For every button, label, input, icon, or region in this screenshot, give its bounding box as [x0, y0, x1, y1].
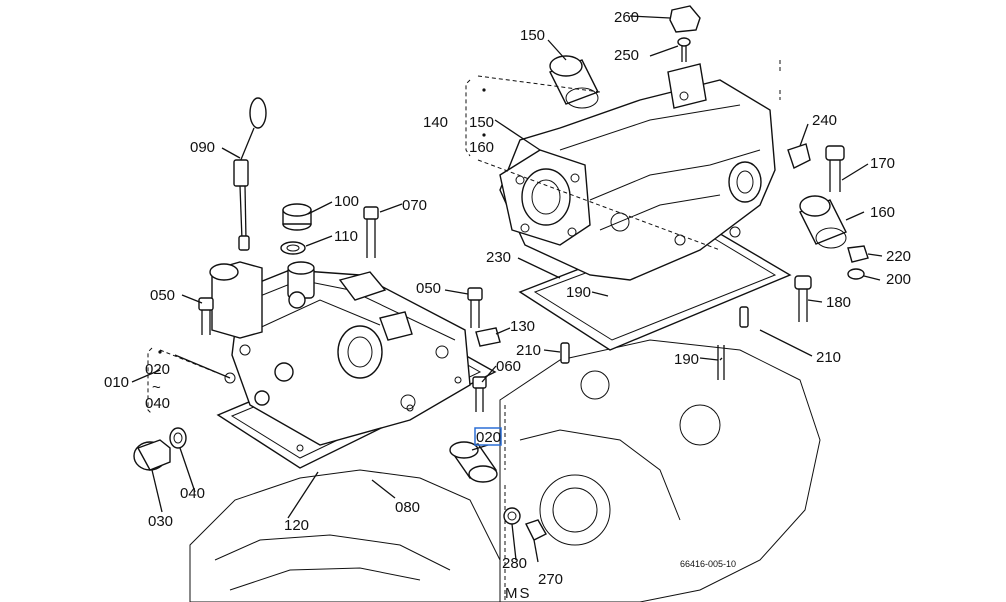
label-230: 230 [486, 249, 511, 266]
label-030: 030 [148, 513, 173, 530]
label-140: 140 [423, 114, 448, 131]
label-020: 020 [476, 429, 501, 446]
small-fittings [669, 5, 869, 280]
drain-plug [133, 427, 187, 471]
label-130: 130 [510, 318, 535, 335]
drawing-number: 66416-005-10 [680, 559, 736, 569]
label-020-group: 020 [145, 361, 170, 378]
dot-marker [482, 133, 486, 137]
label-240: 240 [812, 112, 837, 129]
highlight-020 [474, 427, 502, 446]
label-090: 090 [190, 139, 215, 156]
label-100: 100 [334, 193, 359, 210]
label-250: 250 [614, 47, 639, 64]
lift-cover-left [209, 261, 497, 469]
group-brackets [147, 60, 781, 600]
label-040: 040 [180, 485, 205, 502]
label-050-left: 050 [150, 287, 175, 304]
transmission-case [189, 339, 821, 602]
label-010: 010 [104, 374, 129, 391]
label-040-group: 040 [145, 395, 170, 412]
part-labels: 090 100 110 070 050 050 130 060 010 020 … [104, 9, 911, 602]
label-190-left: 190 [566, 284, 591, 301]
lift-cover-right [499, 63, 792, 351]
bushings [549, 55, 847, 249]
label-160: 160 [870, 204, 895, 221]
label-180: 180 [826, 294, 851, 311]
label-120: 120 [284, 517, 309, 534]
dot-marker [158, 350, 162, 354]
label-080: 080 [395, 499, 420, 516]
label-160-group: 160 [469, 139, 494, 156]
bolts [198, 145, 845, 412]
label-150-group: 150 [469, 114, 494, 131]
label-110: 110 [334, 228, 358, 245]
sleeve-and-plug [449, 441, 547, 541]
label-050-right: 050 [416, 280, 441, 297]
label-210-left: 210 [516, 342, 541, 359]
label-280: 280 [502, 555, 527, 572]
label-220: 220 [886, 248, 911, 265]
ms-label: MS [505, 585, 532, 602]
label-170: 170 [870, 155, 895, 172]
label-270: 270 [538, 571, 563, 588]
filler-cap [280, 203, 312, 255]
label-200: 200 [886, 271, 911, 288]
label-060: 060 [496, 358, 521, 375]
dipstick [233, 97, 267, 251]
label-tilde: ~ [152, 379, 161, 396]
label-150: 150 [520, 27, 545, 44]
label-260: 260 [614, 9, 639, 26]
label-070: 070 [402, 197, 427, 214]
label-190-right: 190 [674, 351, 699, 368]
dot-marker [482, 88, 486, 92]
label-210-right: 210 [816, 349, 841, 366]
